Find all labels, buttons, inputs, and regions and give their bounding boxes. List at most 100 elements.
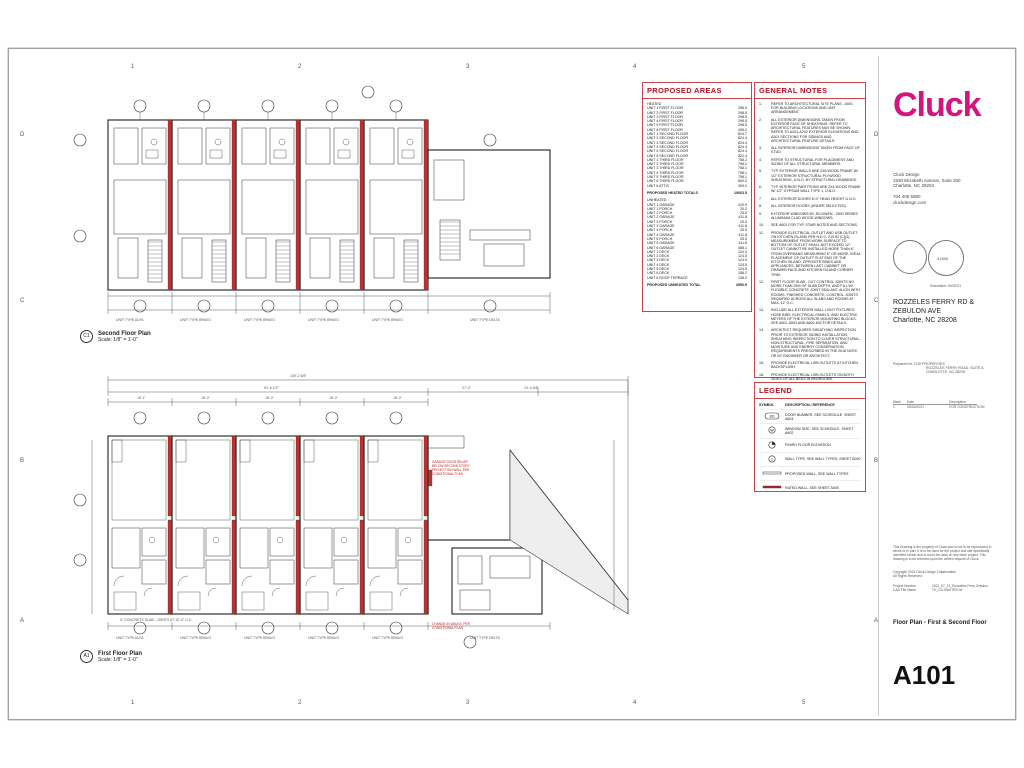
revision-header: Description: [949, 400, 966, 404]
toilet-fixture: [342, 138, 350, 146]
delta-room: [433, 159, 465, 201]
area-value: 800.2: [738, 179, 747, 184]
unit-type-label-upper: UNIT TYPE ALFA: [116, 318, 144, 322]
legend-description: DOOR NUMBER, SEE SCHEDULE, SHEET A604: [785, 412, 857, 421]
heated-total-label: PROPOSED HEATED TOTALS: [647, 190, 698, 195]
titleblock-divider: [878, 56, 879, 716]
living-area-outline: [113, 179, 167, 235]
area-value: 824.4: [738, 144, 747, 149]
delta-unit-lower: [451, 547, 543, 615]
project-line: Charlotte, NC 28208: [893, 317, 957, 324]
seal-number: 51896: [937, 256, 949, 261]
elevation-tag: [133, 411, 147, 425]
elevation-tag: [389, 299, 403, 313]
firm-line: 1530 Elizabeth Avenue, Suite 200: [893, 177, 961, 183]
area-name: UNIT 5 PORCH: [647, 236, 673, 241]
grid-column-label: 2: [298, 700, 302, 706]
party-wall-rated: [295, 519, 301, 615]
delta-island: [483, 243, 525, 267]
firm-line: 704 405 5980: [893, 194, 921, 200]
legend-row: W WINDOW SIZE, SEE SCHEDULE, SHEET A602: [759, 423, 861, 437]
grid-row-label: D: [20, 132, 25, 138]
area-value: 758.1: [738, 166, 747, 171]
porch-outline: [241, 591, 265, 611]
grid-column-label: 1: [131, 64, 135, 70]
second-floor-plan-tag: C1: [80, 330, 93, 343]
slab-note: 4" CONCRETE SLAB - JOINTS AT 10'-0" O.C.: [120, 618, 193, 622]
area-name: UNIT 6 DECK: [647, 271, 670, 276]
note-text: PROVIDE ELECTRICAL OUTLET AND USB OUTLET…: [771, 230, 861, 277]
area-name: UNIT 6 SECOND FLOOR: [647, 153, 689, 158]
legend-description: WINDOW SIZE, SEE SCHEDULE, SHEET A602: [785, 426, 854, 435]
note-number: 5.: [759, 169, 762, 174]
legend-symbol-graphic: W: [768, 426, 776, 434]
elevation-tag: [261, 621, 275, 635]
area-name: UNIT 3 SECOND FLOOR: [647, 140, 689, 145]
unit-type-label-lower: UNIT TYPE ALFA: [116, 636, 144, 640]
stair-outline: [275, 239, 291, 283]
area-name: UNIT 3 GARAGE: [647, 224, 675, 229]
living-area-outline: [305, 179, 359, 235]
bath-outline: [269, 527, 295, 557]
kitchen-island: [245, 237, 267, 279]
general-note-item: 10.SEE A601 FOR TYP. STAIR NOTES AND SEC…: [759, 223, 861, 227]
right-dimension-b: 13'-4 5/8": [524, 386, 539, 390]
note-text: PROVIDE ELECTRICAL USB OUTLETS ON BOTH S…: [771, 372, 854, 381]
area-name: UNIT 5 FIRST FLOOR: [647, 123, 684, 128]
elevation-tag: [483, 133, 497, 147]
elevation-tag: [325, 99, 339, 113]
party-wall-rated: [167, 119, 173, 291]
cluck-logo: Cluck: [893, 86, 982, 124]
grid-row-label: B: [20, 458, 25, 464]
svg-text:1: 1: [771, 457, 773, 461]
revision-cell: FOR CONSTRUCTION: [949, 405, 985, 409]
door-swing: [207, 587, 217, 597]
heated-area-row: UNIT 5 FIRST FLOOR 298.5: [647, 123, 747, 127]
bath-outline: [333, 527, 359, 557]
toilet-fixture: [276, 536, 284, 544]
grid-column-label: 2: [298, 64, 302, 70]
bath-outline: [333, 127, 359, 165]
elevation-tag: [325, 411, 339, 425]
grid-column-label: 3: [466, 64, 470, 70]
grid-column-label: 3: [466, 700, 470, 706]
stair-outline: [403, 239, 419, 283]
heated-total-value: 10663.5: [734, 190, 747, 195]
kitchen-island: [309, 237, 331, 279]
toilet-fixture: [278, 138, 286, 146]
unit-width-dimension: 18'-0": [393, 396, 402, 400]
legend-description: PROPOSED WALL, SEE WALL TYPES: [785, 471, 849, 476]
area-value: 20.2: [740, 206, 747, 211]
area-value: 824.4: [738, 149, 747, 154]
entry-outline: [333, 559, 359, 585]
area-name: UNIT 2 DECK: [647, 254, 670, 259]
area-value: 411.8: [738, 215, 747, 220]
general-note-item: 4.REFER TO STRUCTURAL FOR PLACEMENT AND …: [759, 158, 861, 166]
area-value: 158.2: [738, 271, 747, 276]
note-number: 8.: [759, 204, 762, 209]
stair-outline: [211, 239, 227, 283]
prepared-for-2: ROZZELES FERRY ROAD, SUITE A: [926, 366, 984, 370]
general-note-item: 3.ALL INTERIOR DIMENSIONS TAKEN FROM FAC…: [759, 146, 861, 154]
note-text: TYP. EXTERIOR WALLS ARE 2X6 WOOD FRAME W…: [771, 169, 859, 182]
legend-description: FINISH FLOOR ELEVATION: [785, 443, 831, 448]
toilet-fixture: [148, 536, 156, 544]
area-name: UNIT 1 FIRST FLOOR: [647, 106, 684, 111]
unit-type-label-upper: UNIT TYPE BRAVO: [372, 318, 404, 322]
area-name: UNIT 2 GARAGE: [647, 215, 675, 220]
elevation-tag: [133, 99, 147, 113]
heated-total-row: PROPOSED HEATED TOTALS 10663.5: [647, 191, 747, 195]
area-value: 824.7: [738, 132, 747, 137]
bedroom-outline: [113, 127, 139, 165]
area-name: UNIT 3 DECK: [647, 258, 670, 263]
area-value: 488.1: [738, 245, 747, 250]
first-floor-plan-title: First Floor Plan Scale: 1/8" = 1'-0": [98, 651, 142, 663]
delta-unit-outline: [427, 149, 551, 279]
porch-outline: [305, 591, 329, 611]
area-value: 298.5: [738, 123, 747, 128]
note-number: 13.: [759, 308, 764, 313]
